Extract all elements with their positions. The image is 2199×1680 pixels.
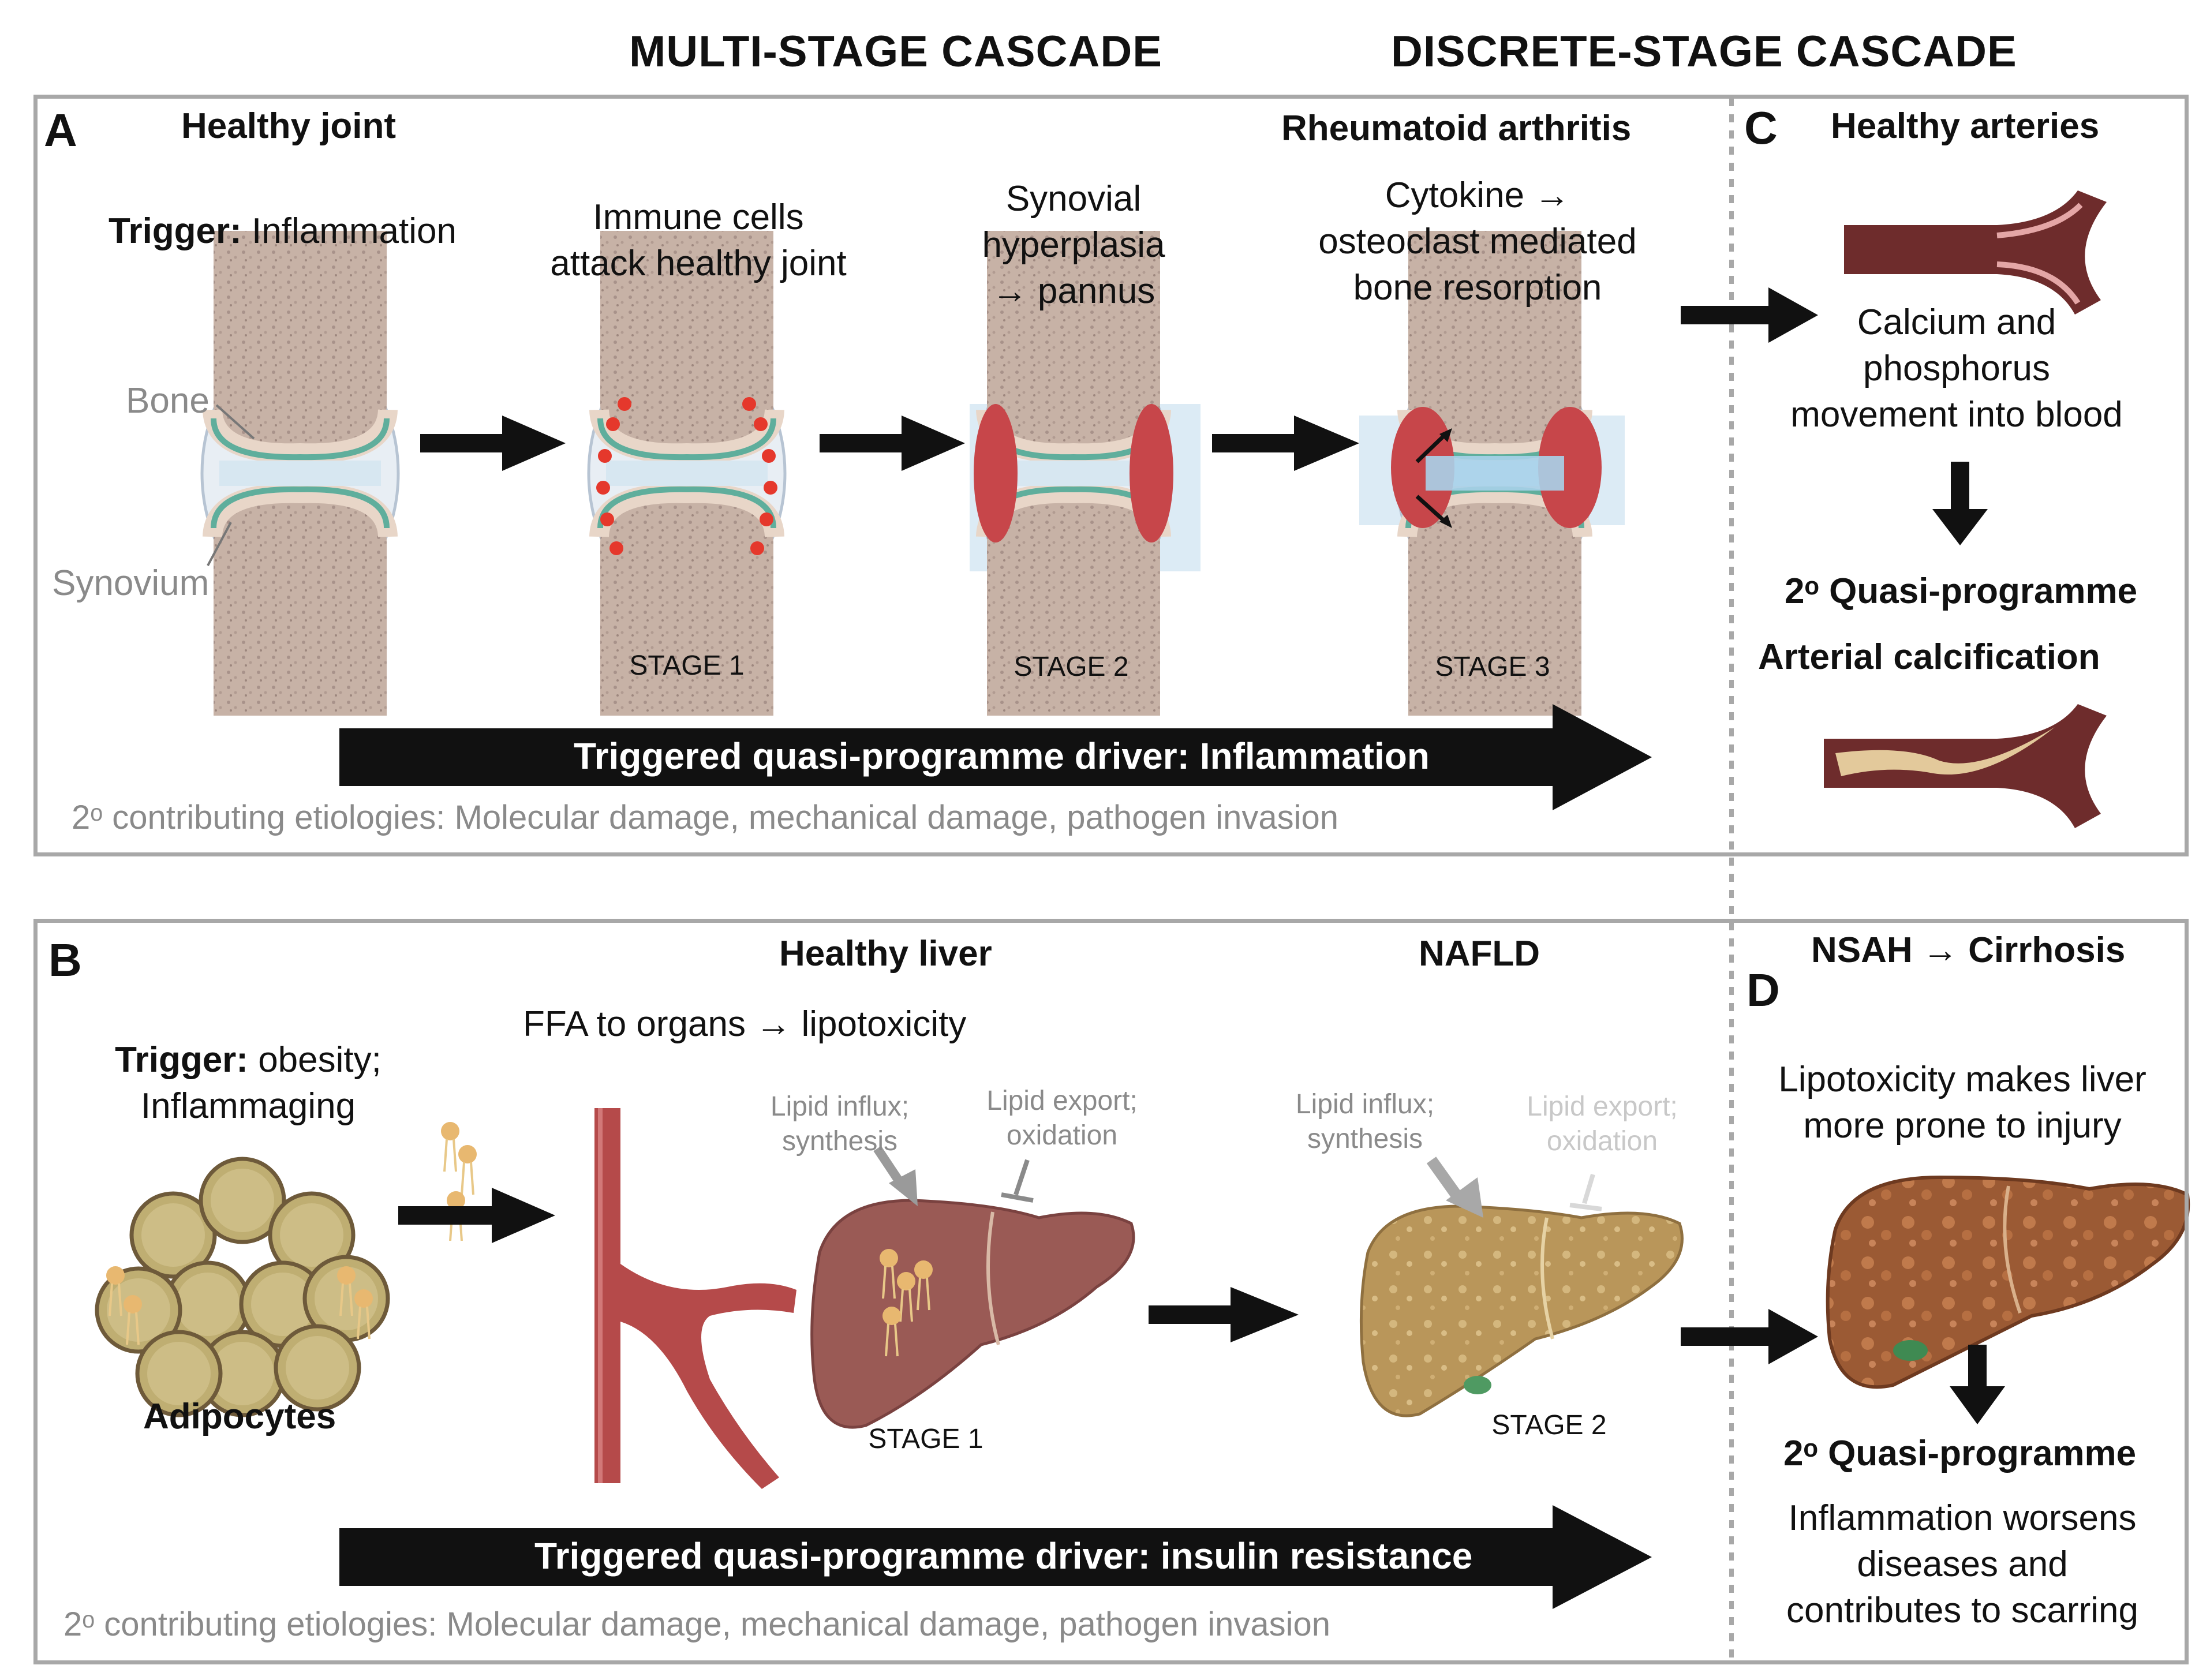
panel-b-trigger-line2: Inflammaging: [140, 1086, 356, 1126]
step1-line1: Immune cells: [593, 197, 804, 237]
step1-text: Immune cells attack healthy joint: [519, 200, 877, 282]
panel-b-label: B: [48, 934, 82, 986]
step2-text: Synovial hyperplasia → pannus: [912, 181, 1235, 309]
stage2-influx: Lipid influx; synthesis: [1264, 1091, 1466, 1153]
bone-label: Bone: [126, 381, 210, 421]
panel-b-driver-label: Triggered quasi-programme driver: insuli…: [534, 1535, 1473, 1577]
driver-arrow-a: [339, 704, 1652, 810]
step3-line3: bone resorption: [1353, 268, 1602, 308]
panel-a-stage2: STAGE 2: [1014, 652, 1129, 682]
panel-c-line3: movement into blood: [1790, 395, 2123, 435]
panel-a-title-right: Rheumatoid arthritis: [1281, 108, 1632, 148]
panel-d-out-line1: Inflammation worsens: [1788, 1498, 2137, 1538]
panel-d-text: Lipotoxicity makes liver more prone to i…: [1743, 1062, 2182, 1144]
cirrhotic-liver: [1826, 1175, 2190, 1389]
stage2-influx-line1: Lipid influx;: [1295, 1089, 1435, 1120]
panel-b-stage1: STAGE 1: [868, 1424, 983, 1454]
panel-a-trigger: Trigger: Inflammation: [109, 214, 457, 249]
panel-d-label: D: [1747, 964, 1780, 1016]
panel-b-title-right: NAFLD: [1419, 934, 1540, 974]
stage1-influx-line2: synthesis: [781, 1126, 898, 1157]
panel-top-border: [33, 95, 2189, 856]
ffa-text: FFA to organs → lipotoxicity: [523, 1004, 967, 1044]
step2-line1: Synovial: [1005, 179, 1142, 219]
panel-a-etiologies: 2ᵒ contributing etiologies: Molecular da…: [72, 799, 1339, 836]
stage1-influx-line1: Lipid influx;: [770, 1091, 910, 1122]
panel-d-title: NSAH → Cirrhosis: [1811, 930, 2126, 970]
panel-c-text: Calcium and phosphorus movement into blo…: [1755, 305, 2159, 433]
adipocytes-label: Adipocytes: [143, 1397, 336, 1436]
panel-c-outcome: Arterial calcification: [1758, 637, 2100, 677]
stage2-export-line1: Lipid export;: [1527, 1091, 1678, 1122]
panel-c-label: C: [1744, 102, 1778, 154]
header-multi-stage: MULTI-STAGE CASCADE: [629, 27, 1162, 76]
panel-a-driver-label: Triggered quasi-programme driver: Inflam…: [574, 735, 1430, 777]
synovium-label: Synovium: [52, 563, 210, 603]
stage1-export: Lipid export; oxidation: [958, 1087, 1166, 1150]
panel-b-trigger-label: Trigger:: [115, 1040, 248, 1080]
panel-d-out-line3: contributes to scarring: [1786, 1591, 2138, 1630]
panel-a-trigger-label: Trigger:: [109, 211, 242, 251]
panel-c-line1: Calcium and: [1857, 302, 2056, 342]
step2-line2: hyperplasia: [982, 225, 1165, 265]
panel-d-line1: Lipotoxicity makes liver: [1778, 1060, 2146, 1099]
panel-c-title: Healthy arteries: [1831, 106, 2100, 146]
panel-d-outcome: Inflammation worsens diseases and contri…: [1743, 1501, 2182, 1629]
panel-a-label: A: [44, 104, 77, 156]
fatty-liver: [1359, 1204, 1684, 1417]
panel-a-title-left: Healthy joint: [181, 106, 397, 146]
panel-a-trigger-text: Inflammation: [252, 211, 457, 251]
panel-b-trigger-text: obesity;: [258, 1040, 382, 1080]
step3-text: Cytokine → osteoclast mediated bone reso…: [1287, 178, 1668, 306]
step2-line3: → pannus: [992, 271, 1155, 311]
panel-a-stage3: STAGE 3: [1435, 652, 1550, 682]
panel-b-stage2: STAGE 2: [1491, 1410, 1607, 1440]
stage2-export-line2: oxidation: [1546, 1126, 1658, 1157]
stage1-export-line1: Lipid export;: [986, 1086, 1138, 1116]
stage2-export: Lipid export; oxidation: [1498, 1093, 1706, 1155]
panel-a-stage1: STAGE 1: [629, 650, 745, 681]
step3-line2: osteoclast mediated: [1318, 222, 1637, 261]
panel-d-line2: more prone to injury: [1803, 1106, 2122, 1146]
header-discrete-stage: DISCRETE-STAGE CASCADE: [1391, 27, 2017, 76]
panel-b-title-left: Healthy liver: [779, 934, 992, 974]
step1-line2: attack healthy joint: [550, 244, 847, 283]
panel-c-line2: phosphorus: [1863, 349, 2051, 388]
panel-d-quasi: 2ᵒ Quasi-programme: [1783, 1434, 2137, 1473]
panel-d-out-line2: diseases and: [1857, 1544, 2068, 1584]
stage2-influx-line2: synthesis: [1307, 1124, 1423, 1154]
panel-bottom-border: [33, 919, 2189, 1664]
panel-b-etiologies: 2ᵒ contributing etiologies: Molecular da…: [63, 1606, 1331, 1643]
step3-line1: Cytokine →: [1385, 175, 1570, 215]
panel-c-quasi: 2ᵒ Quasi-programme: [1785, 571, 2138, 611]
driver-arrow-b: [339, 1505, 1652, 1609]
stage1-export-line2: oxidation: [1006, 1120, 1118, 1151]
stage1-influx: Lipid influx; synthesis: [739, 1093, 941, 1155]
panel-b-trigger: Trigger: obesity; Inflammaging: [75, 1042, 421, 1124]
